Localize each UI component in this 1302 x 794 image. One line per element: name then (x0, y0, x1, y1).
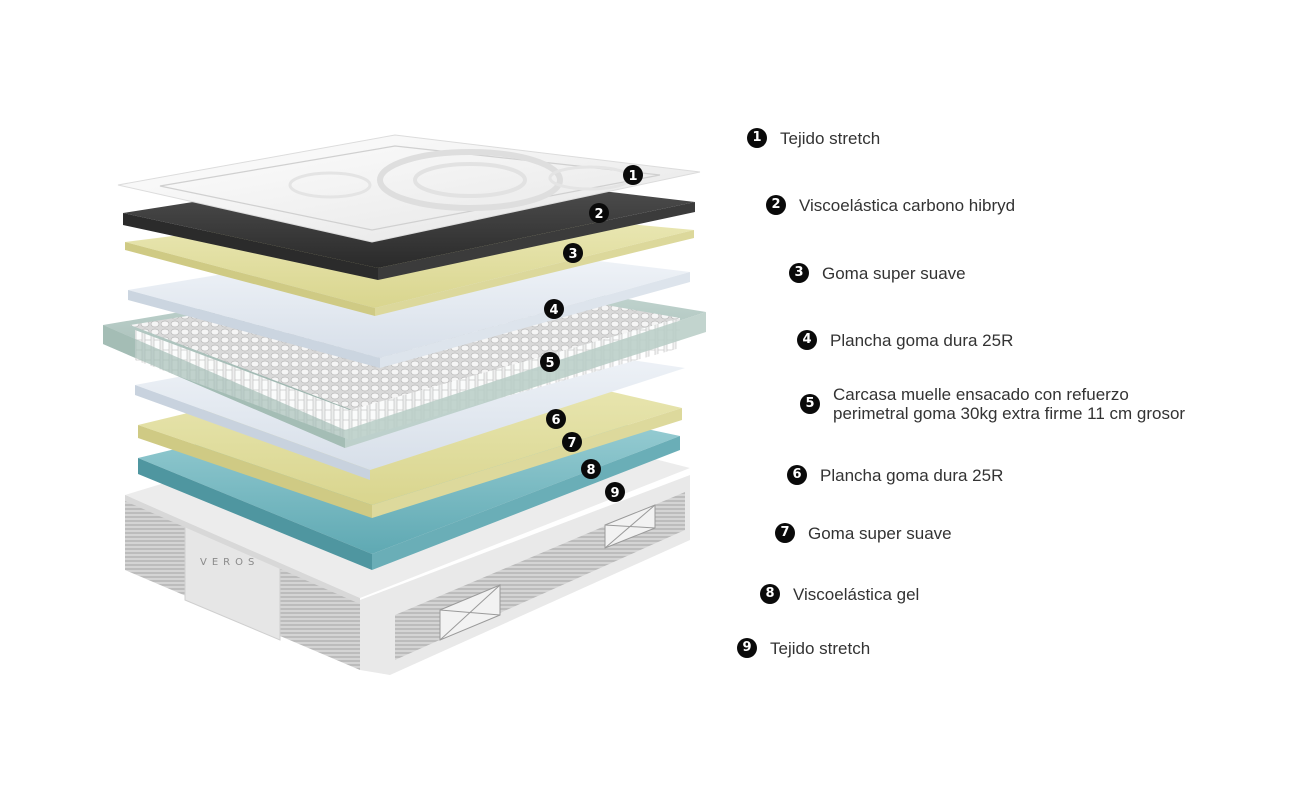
legend-item-3: 3 Goma super suave (789, 263, 966, 283)
layer-4-marker: 4 (544, 299, 564, 319)
layer-4-marker-number: 4 (549, 303, 558, 318)
legend-badge-3: 3 (789, 263, 809, 283)
legend-label-3: Goma super suave (822, 263, 966, 283)
layer-6-marker-number: 6 (551, 413, 560, 428)
legend-item-8: 8 Viscoelástica gel (760, 584, 919, 604)
layer-3-marker: 3 (563, 243, 583, 263)
legend-badge-5: 5 (800, 394, 820, 414)
layer-8-marker-number: 8 (586, 463, 595, 478)
layer-1-shape (117, 134, 701, 243)
layer-2-marker: 2 (589, 203, 609, 223)
layer-7-marker-number: 7 (567, 436, 576, 451)
legend-label-7: Goma super suave (808, 523, 952, 543)
legend-badge-1: 1 (747, 128, 767, 148)
brand-text: VEROS (200, 557, 259, 568)
legend-badge-6: 6 (787, 465, 807, 485)
layer-3-marker-number: 3 (568, 247, 577, 262)
legend-label-9: Tejido stretch (770, 638, 871, 658)
legend-label-8: Viscoelástica gel (793, 584, 920, 604)
layer-2-marker-number: 2 (594, 207, 603, 222)
layer-7-marker: 7 (562, 432, 582, 452)
legend-item-7: 7 Goma super suave (775, 523, 952, 543)
legend-badge-4: 4 (797, 330, 817, 350)
legend-label-2: Viscoelástica carbono hibryd (799, 195, 1016, 215)
legend-item-1: 1 Tejido stretch (747, 128, 880, 148)
legend-item-5: 5 Carcasa muelle ensacado con refuerzo p… (800, 385, 1185, 423)
legend-item-2: 2 Viscoelástica carbono hibryd (766, 195, 1015, 215)
legend-item-9: 9 Tejido stretch (737, 638, 870, 658)
legend-label-6: Plancha goma dura 25R (820, 465, 1004, 485)
legend-label-5-line-1: Carcasa muelle ensacado con refuerzo (833, 385, 1129, 404)
layer-5-marker-number: 5 (545, 356, 554, 371)
layer-6-marker: 6 (546, 409, 566, 429)
layer-8-marker: 8 (581, 459, 601, 479)
legend-badge-9: 9 (737, 638, 757, 658)
legend-label-5-line-2: perimetral goma 30kg extra firme 11 cm g… (833, 404, 1186, 423)
legend-label-4: Plancha goma dura 25R (830, 330, 1014, 350)
layer-9-marker: 9 (605, 482, 625, 502)
legend-badge-8: 8 (760, 584, 780, 604)
legend-badge-7: 7 (775, 523, 795, 543)
layer-1-marker: 1 (623, 165, 643, 185)
mattress-base: VEROS (125, 475, 690, 675)
legend-badge-2: 2 (766, 195, 786, 215)
legend-item-4: 4 Plancha goma dura 25R (797, 330, 1013, 350)
legend-label-1: Tejido stretch (780, 128, 881, 148)
layer-9-marker-number: 9 (610, 486, 619, 501)
legend-item-6: 6 Plancha goma dura 25R (787, 465, 1003, 485)
layer-5-marker: 5 (540, 352, 560, 372)
layer-1-marker-number: 1 (628, 169, 637, 184)
legend-label-5: Carcasa muelle ensacado con refuerzo per… (833, 385, 1185, 423)
